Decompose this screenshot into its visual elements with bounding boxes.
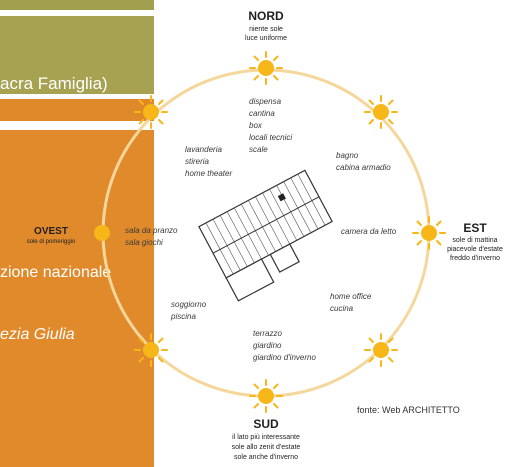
svg-text:home office: home office xyxy=(330,292,372,301)
white-divider-bar xyxy=(0,121,154,130)
east-line-2: piacevole d'estate xyxy=(447,246,503,253)
sun-south-icon xyxy=(249,379,283,413)
svg-text:terrazzo: terrazzo xyxy=(253,329,282,338)
sun-southeast-icon xyxy=(364,333,398,367)
orange-text-line-1: zione nazionale xyxy=(0,264,112,281)
rooms-east: camera da letto xyxy=(341,227,397,236)
olive-title-text: acra Famiglia) xyxy=(0,74,108,93)
svg-text:box: box xyxy=(249,121,263,130)
east-line-3: freddo d'inverno xyxy=(450,255,500,262)
south-line-1: il lato più interessante xyxy=(232,434,300,441)
sun-west-icon xyxy=(94,225,110,241)
north-line-1: niente sole xyxy=(249,26,283,33)
svg-text:cabina armadio: cabina armadio xyxy=(336,163,391,172)
orange-divider-bar xyxy=(0,99,154,121)
north-line-2: luce uniforme xyxy=(245,35,287,42)
svg-text:sala giochi: sala giochi xyxy=(125,238,163,247)
orange-content-block: zione nazionale ezia Giulia xyxy=(0,130,154,467)
sun-east-icon xyxy=(412,216,446,250)
svg-text:bagno: bagno xyxy=(336,151,359,160)
svg-text:lavanderia: lavanderia xyxy=(185,145,222,154)
rooms-northeast: bagno cabina armadio xyxy=(336,151,391,172)
rooms-south: terrazzo giardino giardino d'inverno xyxy=(253,329,316,362)
olive-title-bar: acra Famiglia) xyxy=(0,16,154,94)
east-title: EST xyxy=(463,221,487,235)
svg-text:giardino d'inverno: giardino d'inverno xyxy=(253,353,316,362)
slide-left-panel: acra Famiglia) zione nazionale ezia Giul… xyxy=(0,0,154,467)
south-title: SUD xyxy=(253,417,279,431)
west-title: OVEST xyxy=(34,226,68,237)
north-title: NORD xyxy=(248,9,284,23)
svg-text:stireria: stireria xyxy=(185,157,210,166)
svg-text:home theater: home theater xyxy=(185,169,232,178)
house-icon xyxy=(198,169,333,302)
west-line-1: sole di pomeriggio xyxy=(27,239,76,245)
rooms-southeast: home office cucina xyxy=(330,292,372,313)
south-line-3: sole anche d'inverno xyxy=(234,454,298,461)
svg-text:soggiorno: soggiorno xyxy=(171,300,207,309)
svg-text:giardino: giardino xyxy=(253,341,282,350)
orange-text-line-2: ezia Giulia xyxy=(0,326,75,343)
svg-text:camera da letto: camera da letto xyxy=(341,227,397,236)
svg-text:dispensa: dispensa xyxy=(249,97,282,106)
south-line-2: sole allo zenit d'estate xyxy=(232,444,301,451)
svg-text:scale: scale xyxy=(249,145,268,154)
svg-text:locali tecnici: locali tecnici xyxy=(249,133,292,142)
sun-northwest-icon xyxy=(134,95,168,129)
sun-northeast-icon xyxy=(364,95,398,129)
source-credit: fonte: Web ARCHITETTO xyxy=(357,405,460,415)
svg-text:cucina: cucina xyxy=(330,304,354,313)
svg-text:cantina: cantina xyxy=(249,109,275,118)
rooms-north: dispensa cantina box locali tecnici scal… xyxy=(249,97,292,154)
svg-text:sala da pranzo: sala da pranzo xyxy=(125,226,178,235)
svg-text:piscina: piscina xyxy=(170,312,196,321)
sun-southwest-icon xyxy=(134,333,168,367)
rooms-west: sala da pranzo sala giochi xyxy=(125,226,178,247)
east-line-1: sole di mattina xyxy=(452,237,497,244)
sun-north-icon xyxy=(249,51,283,85)
rooms-southwest: soggiorno piscina xyxy=(170,300,207,321)
olive-top-bar xyxy=(0,0,154,10)
rooms-northwest: lavanderia stireria home theater xyxy=(185,145,232,178)
